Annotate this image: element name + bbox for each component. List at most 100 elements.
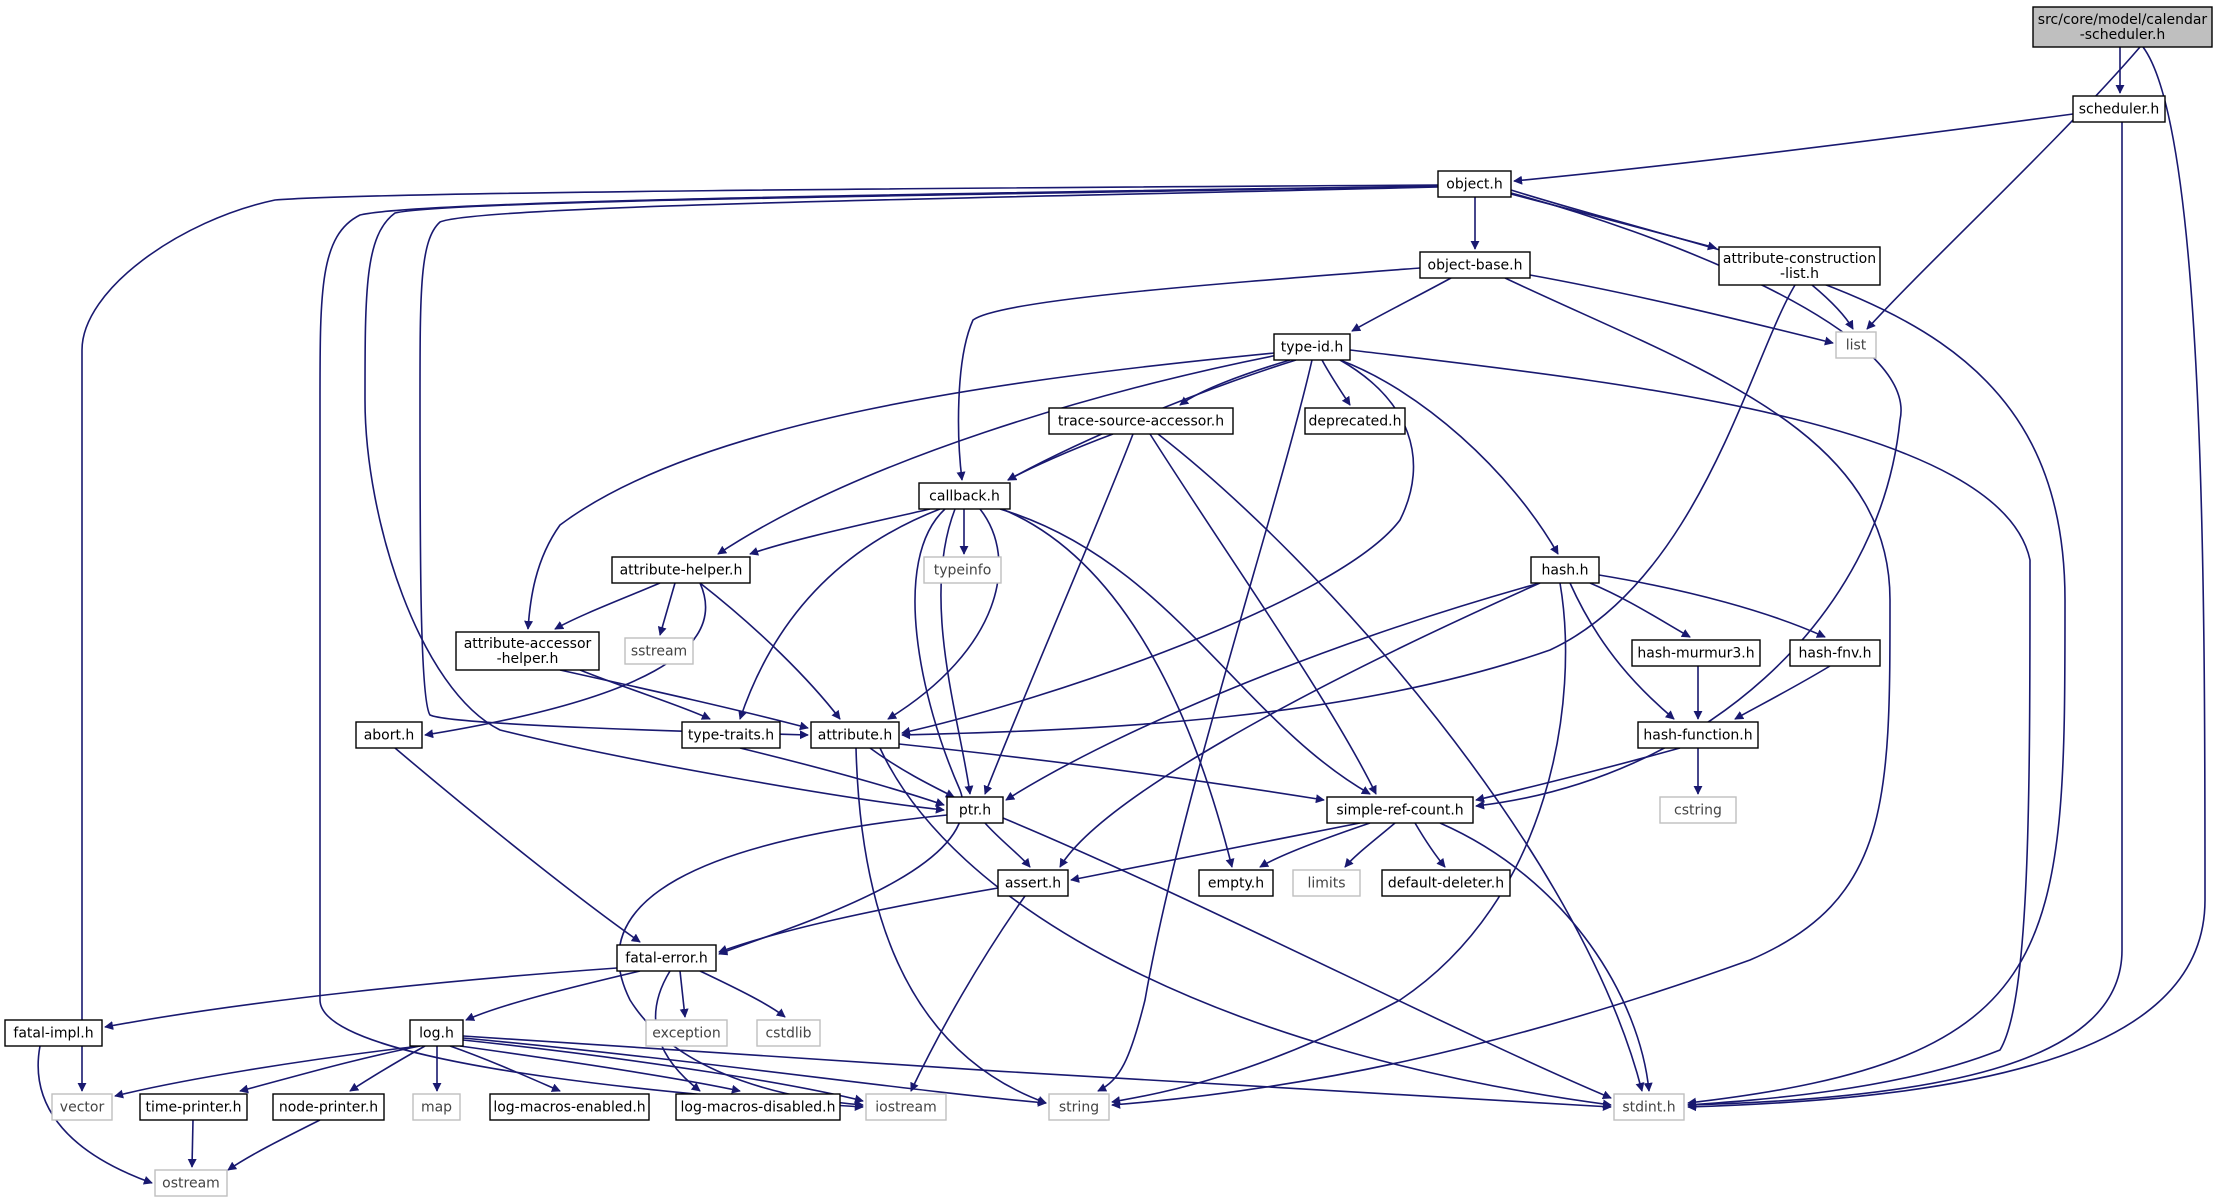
node-cstring: cstring	[1659, 796, 1737, 824]
node-callback[interactable]: callback.h	[918, 482, 1011, 510]
node-label: type-traits.h	[688, 728, 774, 744]
edge-callback-to-ptr	[940, 508, 974, 795]
edge-trace_src-to-src	[1149, 433, 1377, 795]
edge-log-to-string	[462, 1037, 1047, 1107]
node-label: simple-ref-count.h	[1336, 803, 1463, 819]
node-log[interactable]: log.h	[409, 1019, 464, 1047]
node-root[interactable]: src/core/model/calendar-scheduler.h	[2032, 6, 2213, 48]
edge-src-to-stdint	[1439, 822, 1653, 1092]
node-attr-acc[interactable]: attribute-accessor-helper.h	[455, 631, 600, 671]
node-label: callback.h	[929, 489, 1000, 505]
node-box	[1659, 796, 1737, 824]
edge-log-to-node_pr	[349, 1045, 426, 1092]
edge-callback-to-fatal_err	[718, 508, 964, 956]
node-box	[455, 631, 600, 671]
node-node-pr[interactable]: node-printer.h	[272, 1093, 385, 1121]
node-ptr[interactable]: ptr.h	[946, 796, 1004, 824]
node-box	[675, 1093, 841, 1121]
edge-attribute-to-string	[855, 747, 1047, 1105]
node-abort[interactable]: abort.h	[355, 721, 423, 749]
node-hash-fnv[interactable]: hash-fnv.h	[1789, 639, 1881, 667]
edge-fatal_err-to-fatal_impl	[104, 967, 618, 1030]
node-label: hash-function.h	[1643, 728, 1752, 744]
node-box	[645, 1019, 728, 1047]
node-attr-helper[interactable]: attribute-helper.h	[611, 556, 751, 584]
node-label: object-base.h	[1428, 258, 1523, 274]
edge-fatal_err-to-exception	[679, 970, 689, 1018]
node-box	[409, 1019, 464, 1047]
node-lme[interactable]: log-macros-enabled.h	[489, 1093, 650, 1121]
edge-hash-to-hash_fnv	[1598, 574, 1826, 638]
node-box	[1304, 407, 1406, 435]
node-label: limits	[1307, 876, 1345, 892]
node-vector: vector	[51, 1093, 113, 1121]
node-object-base[interactable]: object-base.h	[1419, 251, 1531, 279]
edge-ptr-to-stdint	[1002, 817, 1612, 1099]
edge-type_id-to-hash	[1339, 359, 1559, 555]
node-label: cstdlib	[765, 1026, 811, 1042]
node-time-pr[interactable]: time-printer.h	[139, 1093, 248, 1121]
node-label: attribute-accessor	[464, 636, 592, 652]
node-box	[272, 1093, 385, 1121]
edge-log-to-vector	[114, 1045, 421, 1099]
edge-object_base-to-string	[1111, 277, 1891, 1109]
node-label: -helper.h	[497, 651, 559, 667]
edge-trace_src-to-ptr	[983, 433, 1134, 795]
edge-attribute-to-src	[898, 743, 1325, 804]
node-box	[51, 1093, 113, 1121]
edge-trace_src-to-stdint	[1157, 433, 1645, 1092]
node-fatal-impl[interactable]: fatal-impl.h	[4, 1019, 103, 1047]
edge-object_base-to-callback	[956, 267, 1421, 481]
node-hash[interactable]: hash.h	[1530, 556, 1600, 584]
node-attr-cons[interactable]: attribute-construction-list.h	[1718, 246, 1881, 286]
edge-log-to-lme	[449, 1045, 561, 1092]
edge-node_pr-to-ostream	[227, 1119, 321, 1171]
edge-trace_src-to-callback	[1007, 433, 1114, 481]
node-scheduler[interactable]: scheduler.h	[2072, 95, 2166, 123]
edge-attribute-to-stdint	[879, 747, 1612, 1109]
edge-type_id-to-attr_helper	[717, 354, 1279, 555]
edge-log-to-time_pr	[239, 1045, 421, 1094]
node-empty[interactable]: empty.h	[1198, 869, 1274, 897]
node-hash-func[interactable]: hash-function.h	[1637, 721, 1759, 749]
node-label: -scheduler.h	[2080, 27, 2166, 43]
node-box	[810, 721, 900, 749]
edge-scheduler-to-object	[1513, 113, 2074, 185]
node-iostream: iostream	[865, 1093, 947, 1121]
edge-src-to-limits	[1344, 822, 1396, 868]
node-object[interactable]: object.h	[1437, 170, 1512, 198]
edge-type_id-to-trace_src	[1179, 359, 1291, 406]
edge-src-to-empty	[1259, 822, 1371, 868]
edge-src-to-deleter	[1414, 822, 1446, 868]
node-box	[616, 944, 717, 972]
node-attribute[interactable]: attribute.h	[810, 721, 900, 749]
edge-hash-to-hash_mm	[1589, 582, 1691, 638]
edges-layer	[37, 46, 2206, 1185]
edge-log-to-lmd	[459, 1045, 741, 1094]
node-src[interactable]: simple-ref-count.h	[1326, 796, 1474, 824]
node-type-traits[interactable]: type-traits.h	[681, 721, 781, 749]
edge-type_id-to-string	[1097, 359, 1313, 1092]
node-label: map	[421, 1100, 452, 1116]
node-trace-src[interactable]: trace-source-accessor.h	[1048, 407, 1234, 435]
node-box	[624, 637, 694, 665]
edge-attr_acc-to-attribute	[559, 669, 809, 731]
node-assert[interactable]: assert.h	[997, 869, 1069, 897]
edge-attr_helper-to-sstream	[657, 582, 676, 636]
node-box	[1835, 331, 1877, 359]
node-fatal-err[interactable]: fatal-error.h	[616, 944, 717, 972]
node-lmd[interactable]: log-macros-disabled.h	[675, 1093, 841, 1121]
edge-assert-to-fatal_err	[718, 887, 999, 954]
edge-attr_helper-to-abort	[424, 582, 707, 739]
node-label: abort.h	[364, 728, 415, 744]
node-type-id[interactable]: type-id.h	[1273, 333, 1351, 361]
node-box	[923, 556, 1002, 584]
node-hash-mm[interactable]: hash-murmur3.h	[1631, 639, 1761, 667]
node-deprecated[interactable]: deprecated.h	[1304, 407, 1406, 435]
edge-attribute-to-ptr	[869, 747, 955, 798]
edge-callback-to-src	[999, 508, 1371, 795]
node-deleter[interactable]: default-deleter.h	[1381, 869, 1511, 897]
node-label: default-deleter.h	[1388, 876, 1504, 892]
node-label: trace-source-accessor.h	[1058, 414, 1224, 430]
edge-hash-to-ptr	[1005, 582, 1541, 801]
